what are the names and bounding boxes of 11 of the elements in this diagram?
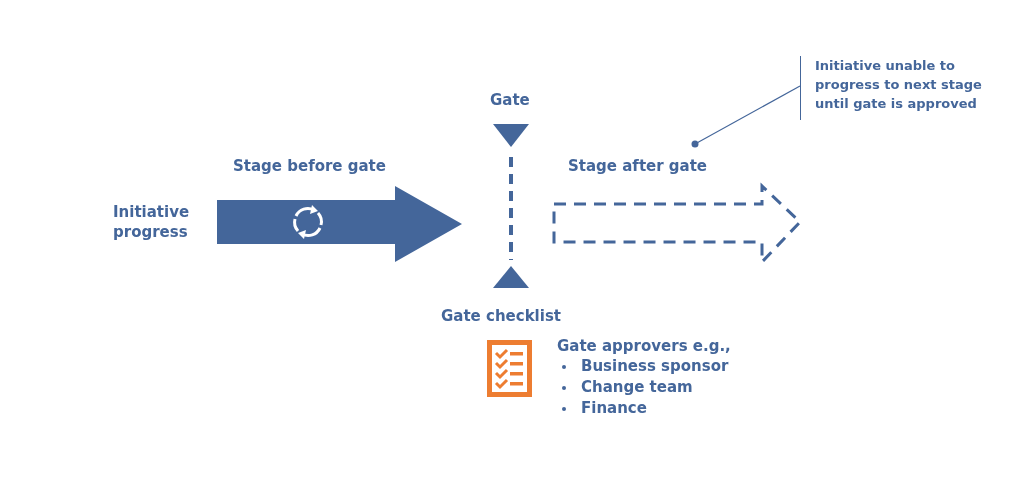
list-item: Finance <box>581 398 647 418</box>
side-label: Initiative progress <box>113 202 191 242</box>
list-item: Business sponsor <box>581 356 729 376</box>
list-item: Change team <box>581 377 693 397</box>
leader-line <box>691 85 801 148</box>
gate-label: Gate <box>490 90 530 110</box>
callout-text: Initiative unable to progress to next stage until gate is approved <box>815 57 983 113</box>
stage-heading: Stage before gate <box>233 156 386 176</box>
checklist-label: Gate checklist <box>441 306 561 326</box>
list-heading: Gate approvers e.g., <box>557 336 731 356</box>
stage-heading: Stage after gate <box>568 156 708 176</box>
